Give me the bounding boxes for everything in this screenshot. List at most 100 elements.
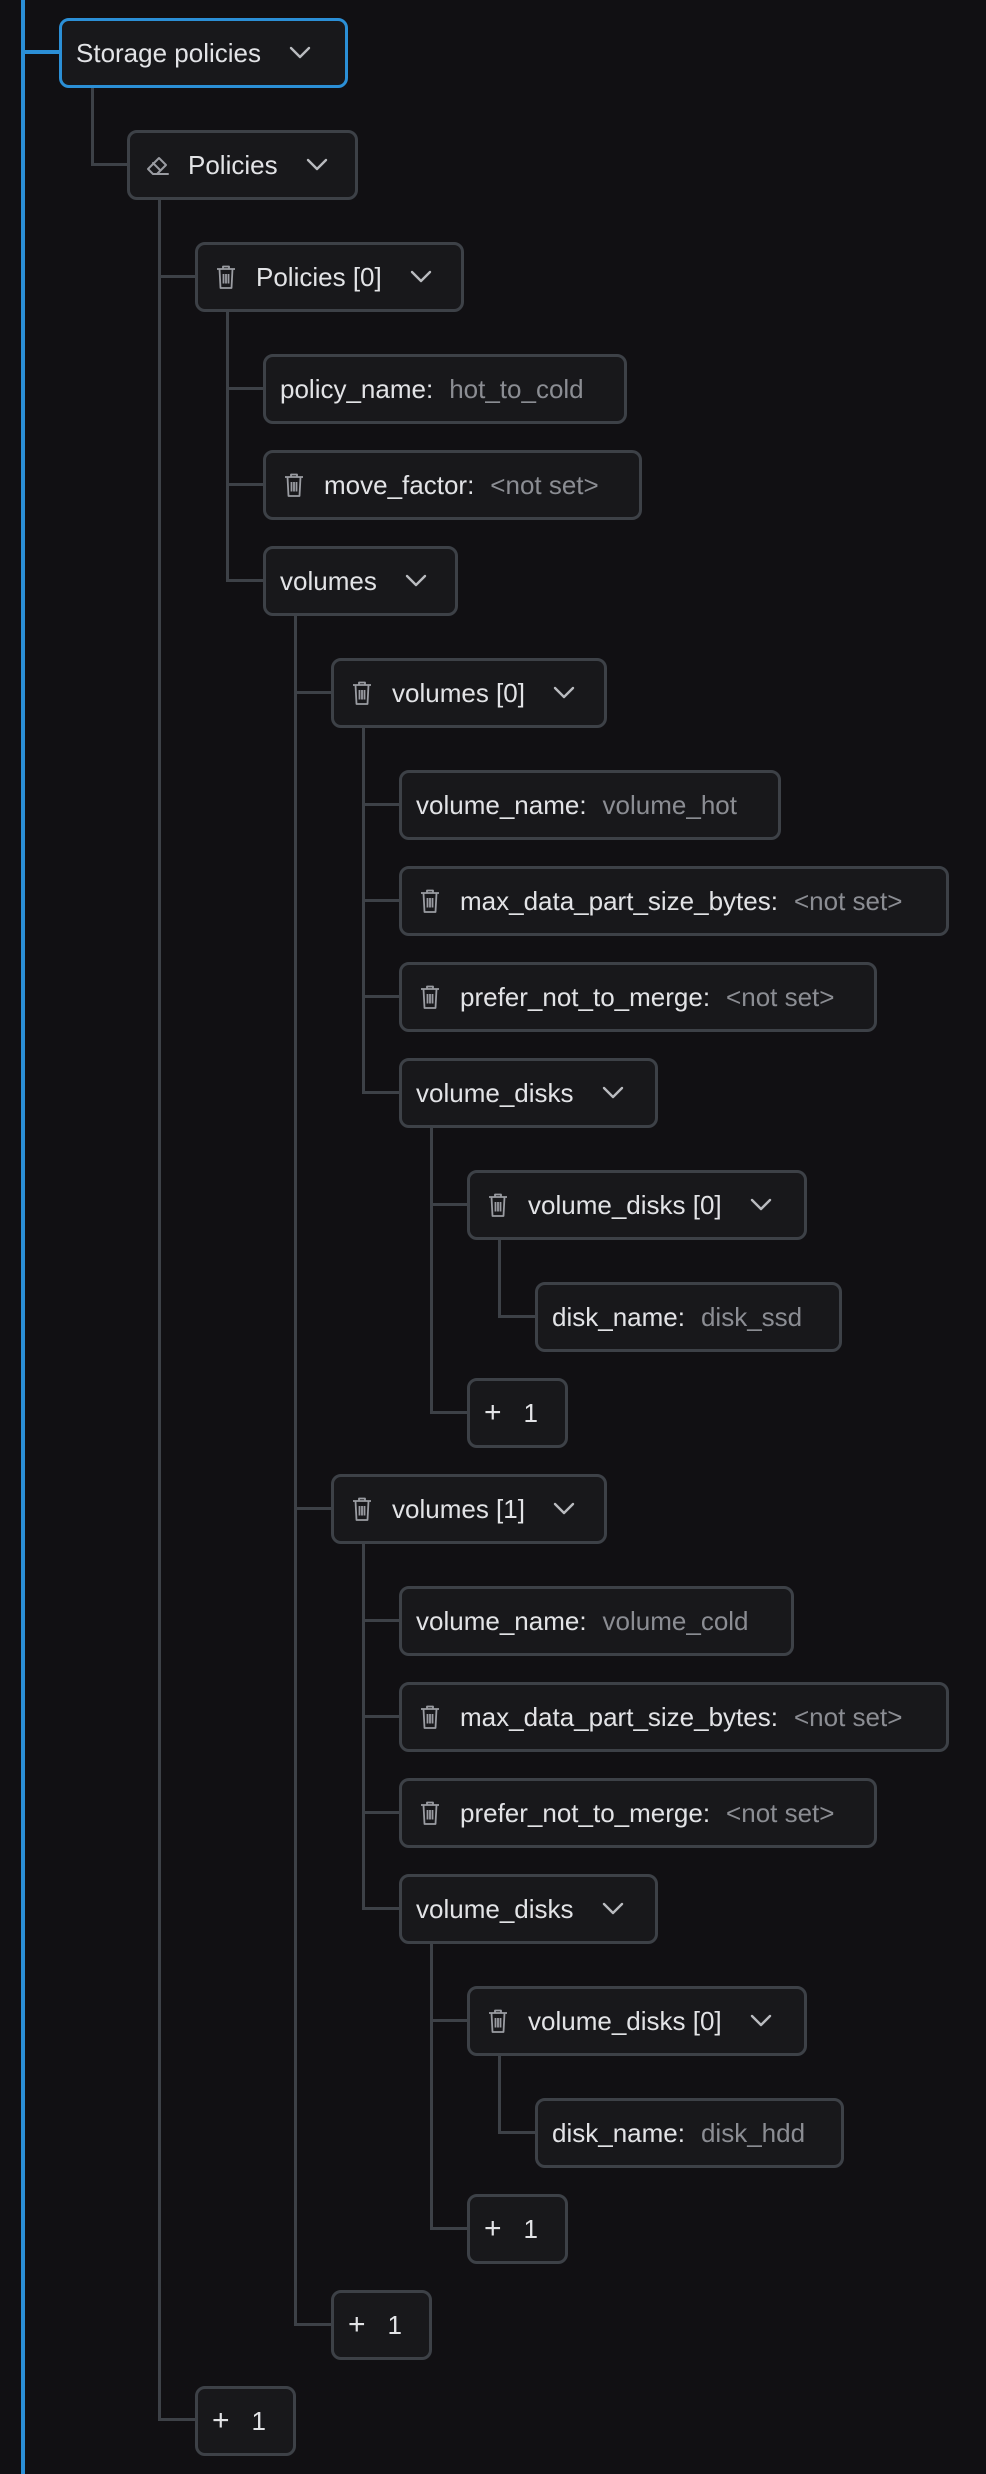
add-volume-disk-button[interactable]: + 1 xyxy=(467,1378,568,1448)
plus-icon: + xyxy=(484,1396,502,1429)
connector xyxy=(430,1203,468,1206)
connector xyxy=(362,995,400,998)
connector xyxy=(226,483,264,486)
plus-icon: + xyxy=(484,2212,502,2245)
volumes-item-1-node[interactable]: volumes [1] xyxy=(331,1474,607,1544)
policy-name-field[interactable]: policy_name: hot_to_cold xyxy=(263,354,627,424)
move-factor-key: move_factor: xyxy=(324,469,475,500)
connector xyxy=(158,275,196,278)
chevron-down-icon[interactable] xyxy=(289,46,311,60)
chevron-down-icon[interactable] xyxy=(405,574,427,588)
disk-name-key: disk_name: xyxy=(552,1301,685,1332)
connector xyxy=(362,899,400,902)
volume-name-field[interactable]: volume_name: volume_cold xyxy=(399,1586,794,1656)
connector xyxy=(226,579,264,582)
chevron-down-icon[interactable] xyxy=(553,686,575,700)
connector xyxy=(362,1715,400,1718)
connector xyxy=(430,1944,433,2229)
trash-icon[interactable] xyxy=(280,470,308,500)
connector xyxy=(430,1411,468,1414)
policy-name-value[interactable]: hot_to_cold xyxy=(449,373,584,404)
chevron-down-icon[interactable] xyxy=(750,1198,772,1212)
max-data-part-size-bytes-value[interactable]: <not set> xyxy=(793,1701,903,1732)
disk-name-field[interactable]: disk_name: disk_ssd xyxy=(535,1282,842,1352)
chevron-down-icon[interactable] xyxy=(602,1086,624,1100)
connector xyxy=(91,163,129,166)
add-count: 1 xyxy=(523,2213,538,2244)
disk-name-key: disk_name: xyxy=(552,2117,685,2148)
trash-icon[interactable] xyxy=(484,1190,512,1220)
disk-name-field[interactable]: disk_name: disk_hdd xyxy=(535,2098,844,2168)
prefer-not-to-merge-key: prefer_not_to_merge: xyxy=(460,1797,711,1828)
connector xyxy=(362,1907,400,1910)
volume-name-field[interactable]: volume_name: volume_hot xyxy=(399,770,781,840)
volumes-item-0-label: volumes [0] xyxy=(392,677,525,708)
connector xyxy=(362,728,365,1093)
plus-icon: + xyxy=(212,2404,230,2437)
trash-icon[interactable] xyxy=(416,1798,444,1828)
connector xyxy=(294,1507,332,1510)
volume-disks-item-0-node[interactable]: volume_disks [0] xyxy=(467,1986,807,2056)
max-data-part-size-bytes-value[interactable]: <not set> xyxy=(793,885,903,916)
policies-label: Policies xyxy=(188,149,278,180)
move-factor-value[interactable]: <not set> xyxy=(490,469,599,500)
trash-icon[interactable] xyxy=(348,678,376,708)
volumes-item-0-node[interactable]: volumes [0] xyxy=(331,658,607,728)
volume-disks-item-0-node[interactable]: volume_disks [0] xyxy=(467,1170,807,1240)
prefer-not-to-merge-field[interactable]: prefer_not_to_merge: <not set> xyxy=(399,1778,877,1848)
volume-name-key: volume_name: xyxy=(416,1605,587,1636)
volume-disks-label: volume_disks xyxy=(416,1893,574,1924)
trash-icon[interactable] xyxy=(212,262,240,292)
chevron-down-icon[interactable] xyxy=(306,158,328,172)
disk-name-value[interactable]: disk_ssd xyxy=(700,1301,803,1332)
chevron-down-icon[interactable] xyxy=(750,2014,772,2028)
trash-icon[interactable] xyxy=(348,1494,376,1524)
connector xyxy=(362,803,400,806)
prefer-not-to-merge-field[interactable]: prefer_not_to_merge: <not set> xyxy=(399,962,877,1032)
volume-disks-node[interactable]: volume_disks xyxy=(399,1058,658,1128)
volumes-label: volumes xyxy=(280,565,377,596)
prefer-not-to-merge-value[interactable]: <not set> xyxy=(726,1797,835,1828)
max-data-part-size-bytes-field[interactable]: max_data_part_size_bytes: <not set> xyxy=(399,1682,949,1752)
volumes-item-1-label: volumes [1] xyxy=(392,1493,525,1524)
policies-node[interactable]: Policies xyxy=(127,130,358,200)
volume-name-value[interactable]: volume_cold xyxy=(602,1605,749,1636)
prefer-not-to-merge-value[interactable]: <not set> xyxy=(726,981,835,1012)
chevron-down-icon[interactable] xyxy=(553,1502,575,1516)
move-factor-field[interactable]: move_factor: <not set> xyxy=(263,450,642,520)
prefer-not-to-merge-key: prefer_not_to_merge: xyxy=(460,981,711,1012)
connector xyxy=(158,2418,196,2421)
volume-disks-item-0-label: volume_disks [0] xyxy=(528,1189,722,1220)
connector xyxy=(430,1128,433,1413)
trash-icon[interactable] xyxy=(416,886,444,916)
max-data-part-size-bytes-key: max_data_part_size_bytes: xyxy=(460,885,778,916)
max-data-part-size-bytes-field[interactable]: max_data_part_size_bytes: <not set> xyxy=(399,866,949,936)
volumes-node[interactable]: volumes xyxy=(263,546,458,616)
volume-name-value[interactable]: volume_hot xyxy=(602,789,737,820)
disk-name-value[interactable]: disk_hdd xyxy=(700,2117,806,2148)
connector xyxy=(498,2131,536,2134)
connector xyxy=(498,2056,501,2133)
add-policy-button[interactable]: + 1 xyxy=(195,2386,296,2456)
connector xyxy=(294,2323,332,2326)
connector xyxy=(226,387,264,390)
add-count: 1 xyxy=(523,1397,538,1428)
eraser-icon[interactable] xyxy=(144,150,172,180)
add-count: 1 xyxy=(387,2309,402,2340)
storage-policies-node[interactable]: Storage policies xyxy=(59,18,348,88)
policies-item-0-node[interactable]: Policies [0] xyxy=(195,242,464,312)
trash-icon[interactable] xyxy=(484,2006,512,2036)
trash-icon[interactable] xyxy=(416,982,444,1012)
chevron-down-icon[interactable] xyxy=(410,270,432,284)
volume-name-key: volume_name: xyxy=(416,789,587,820)
trash-icon[interactable] xyxy=(416,1702,444,1732)
connector xyxy=(158,198,161,2419)
add-volume-disk-button[interactable]: + 1 xyxy=(467,2194,568,2264)
connector xyxy=(91,88,94,166)
root-connector-branch xyxy=(21,50,61,54)
chevron-down-icon[interactable] xyxy=(602,1902,624,1916)
add-volume-button[interactable]: + 1 xyxy=(331,2290,432,2360)
connector xyxy=(294,616,297,2325)
connector xyxy=(430,2019,468,2022)
volume-disks-node[interactable]: volume_disks xyxy=(399,1874,658,1944)
